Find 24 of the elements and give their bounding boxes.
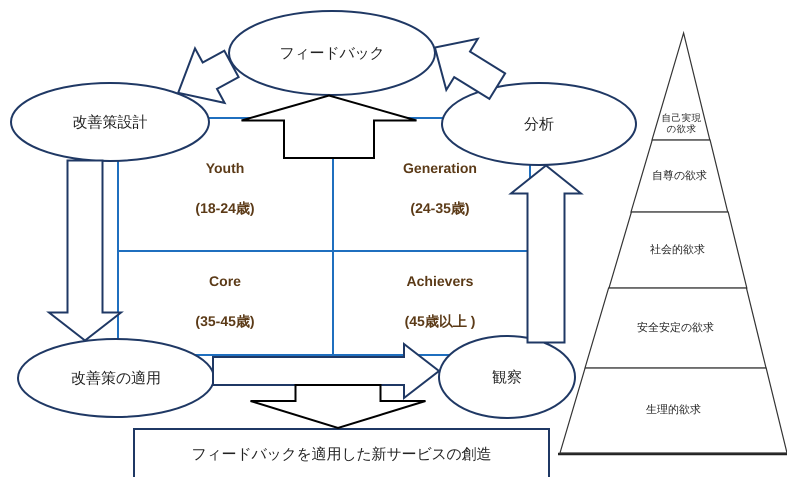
block-arrow bbox=[250, 384, 426, 430]
cell-text: (18-24歳) bbox=[195, 200, 255, 218]
cell-text: Core bbox=[209, 273, 241, 289]
result-box: フィードバックを適用した新サービスの創造 bbox=[133, 428, 550, 477]
pyramid-level: 社会的欲求 bbox=[608, 212, 747, 288]
block-arrow bbox=[240, 94, 418, 159]
block-arrow bbox=[212, 342, 441, 400]
process-ellipse: 改善策の適用 bbox=[17, 338, 215, 418]
pyramid-level: 生理的欲求 bbox=[560, 368, 787, 453]
process-ellipse: 観察 bbox=[438, 335, 576, 419]
cell-text: (35-45歳) bbox=[195, 313, 255, 331]
pyramid-level: 安全安定の欲求 bbox=[585, 288, 766, 368]
block-arrow bbox=[46, 160, 124, 342]
block-arrow bbox=[434, 37, 506, 100]
process-ellipse: フィードバック bbox=[228, 10, 436, 96]
cell-text: Achievers bbox=[406, 273, 474, 289]
cell-text: Youth bbox=[206, 160, 244, 176]
cell-text: (45歳以上 ) bbox=[404, 313, 476, 331]
block-arrow bbox=[176, 46, 240, 104]
pyramid-level: 自己実現の欲求 bbox=[652, 33, 710, 140]
block-arrow bbox=[508, 164, 584, 344]
process-ellipse: 改善策設計 bbox=[10, 82, 210, 162]
pyramid-level: 自尊の欲求 bbox=[631, 140, 728, 212]
cell-text: (24-35歳) bbox=[410, 200, 470, 218]
